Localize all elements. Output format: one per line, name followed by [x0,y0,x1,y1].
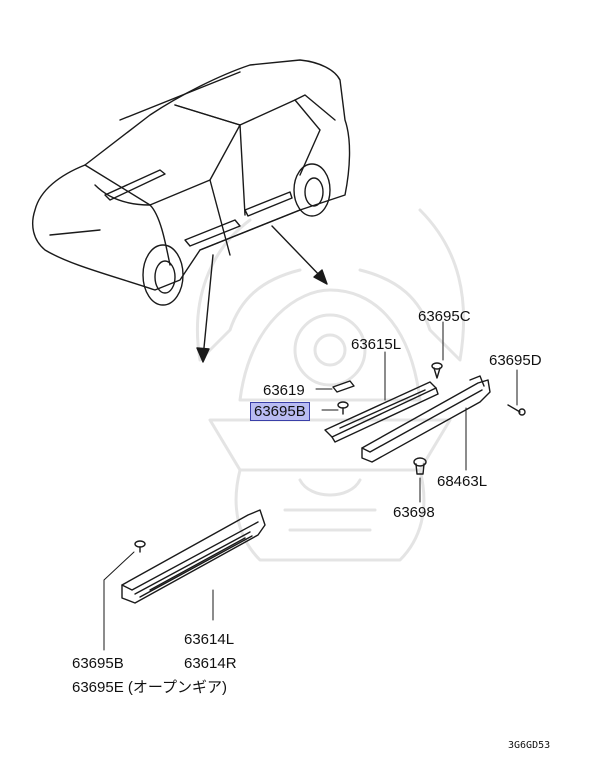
label-63695D: 63695D [489,352,542,369]
part-68463L [361,375,491,463]
label-63614L: 63614L [184,631,235,648]
part-63615L [324,381,439,443]
label-63695B-highlighted[interactable]: 63695B [250,402,310,421]
watermark-logo [195,208,466,562]
part-63695C [431,362,443,379]
leader-lines [103,321,518,651]
label-63695C: 63695C [418,308,471,325]
label-63619: 63619 [263,382,305,399]
part-63695B-upper [337,401,349,415]
part-63698 [413,457,427,475]
vehicle-outline [32,59,351,306]
part-63695B-lower [134,540,146,553]
part-63619 [332,380,355,393]
label-63695E: 63695E (オープンギア) [72,679,227,696]
part-63695D [507,404,526,416]
label-63615L: 63615L [351,336,402,353]
label-63614R: 63614R [184,655,237,672]
part-63614L [121,509,266,604]
diagram-code: 3G6GD53 [508,740,551,751]
label-68463L: 68463L [437,473,488,490]
pointer-arrows [196,225,328,363]
label-63695B: 63695B [72,655,124,672]
label-63698: 63698 [393,504,435,521]
